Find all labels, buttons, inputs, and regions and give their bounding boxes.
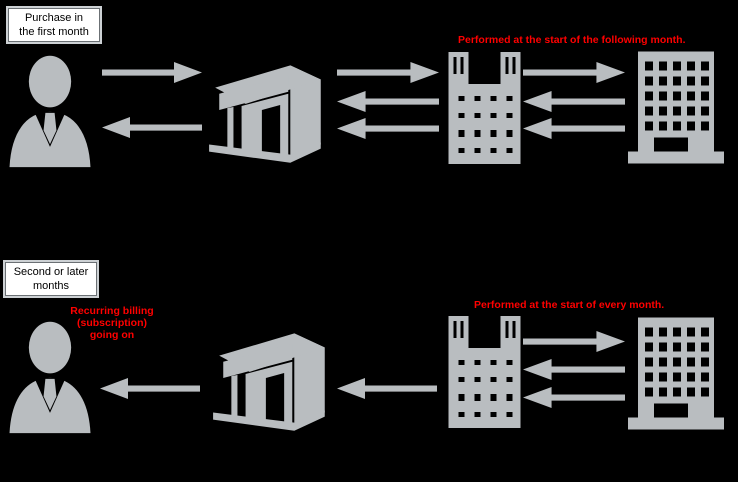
customer-icon [4, 54, 96, 168]
store-icon [203, 55, 337, 163]
recurring-billing-status: Recurring billing (subscription) going o… [42, 305, 182, 341]
arrow-billing-to-store [337, 118, 439, 139]
annotation-every-month: Performed at the start of every month. [474, 299, 665, 311]
customer-icon [4, 320, 96, 434]
arrow-store-to-billing [337, 62, 439, 83]
arrow-office-to-billing [523, 118, 625, 139]
arrow-customer-to-store [102, 62, 202, 83]
arrow-billing-to-store [337, 91, 439, 112]
section-label-line: the first month [19, 26, 89, 38]
section-label-line: Second or later [13, 265, 89, 278]
section-label-later-months: Second or later months [5, 262, 97, 296]
status-line: going on [89, 329, 135, 342]
office-building-icon [626, 317, 726, 430]
office-building-icon [626, 51, 726, 164]
arrow-billing-to-office [523, 62, 625, 83]
arrow-store-to-customer [102, 117, 202, 138]
store-icon [207, 323, 341, 431]
arrow-office-to-billing [523, 387, 625, 408]
billing-company-icon [446, 316, 523, 428]
section-label-line: months [32, 280, 70, 292]
arrow-billing-to-office [523, 331, 625, 352]
status-line: Recurring billing [70, 305, 154, 317]
section-label-line: Purchase in [24, 11, 84, 24]
arrow-office-to-billing [523, 91, 625, 112]
status-line: (subscription) [77, 317, 147, 330]
arrow-billing-to-store [337, 378, 437, 399]
arrow-office-to-billing [523, 359, 625, 380]
section-label-first-month: Purchase in the first month [8, 8, 100, 42]
annotation-following-month: Performed at the start of the following … [458, 34, 686, 46]
arrow-store-to-customer [100, 378, 200, 399]
billing-company-icon [446, 52, 523, 164]
